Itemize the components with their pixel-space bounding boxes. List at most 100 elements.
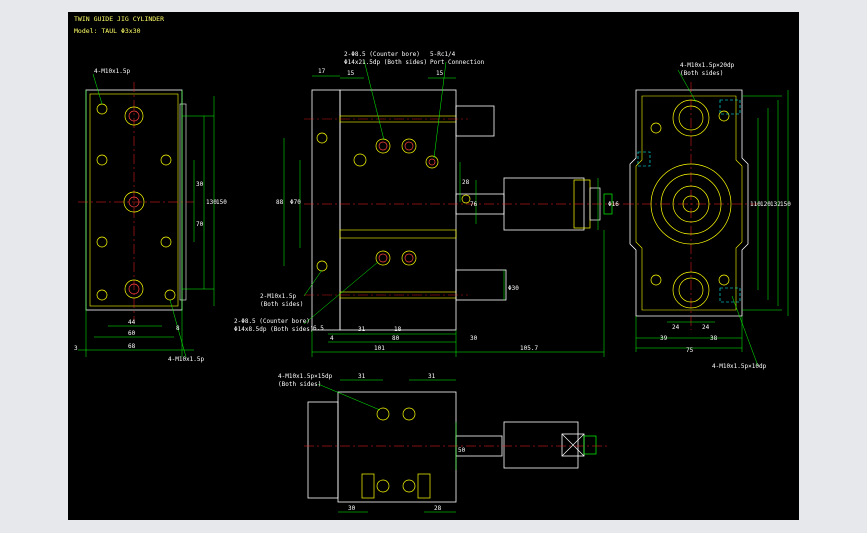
dim-label: 132 (770, 201, 781, 208)
center-callout-c2: (Both sides) (260, 301, 303, 308)
dim-label: 31 (358, 373, 366, 380)
hole (96, 236, 108, 248)
center-callout-b2: Port Connection (430, 59, 485, 66)
rod-cap-top (583, 435, 597, 455)
hole (718, 274, 730, 286)
dim-label: 28 (434, 505, 442, 512)
dim-label: 101 (374, 345, 385, 352)
dim-label: 70 (196, 221, 204, 228)
bottom-view: 4-M10x1.5p×15dp (Both sides) 31 31 50 30… (278, 373, 608, 513)
center-callout-c1: 2-M10x1.5p (260, 293, 297, 300)
dim-label: 120 (760, 201, 771, 208)
dim-label: 39 (660, 335, 668, 342)
rear-plate-outline (629, 89, 749, 317)
dim-label: 150 (216, 199, 227, 206)
hidden-thread (719, 287, 741, 303)
dim-label: Φ16 (608, 201, 619, 208)
dim-label: 68 (128, 343, 136, 350)
center-callout-a2: Φ14x21.5dp (Both sides) (344, 59, 427, 66)
counterbore (401, 138, 417, 154)
port (425, 155, 439, 169)
hole (376, 407, 390, 421)
hole (376, 479, 390, 493)
dim-label: 76 (470, 201, 478, 208)
center-callout-a1: 2-Φ8.5 (Counter bore) (344, 51, 420, 58)
leader-line (317, 383, 381, 411)
counterbore-inner (378, 253, 388, 263)
dim-label: 31 (358, 326, 366, 333)
left-view: 4-M10x1.5p 4-M10x1.5p 30 130 150 70 44 6… (74, 68, 227, 363)
bottom-callout-2: (Both sides) (278, 381, 321, 388)
main-bore-inner (672, 185, 710, 223)
counterbore (401, 250, 417, 266)
dim-label: 28 (462, 179, 470, 186)
dim-label: 15 (347, 70, 355, 77)
dim-label: 17 (318, 68, 326, 75)
hole (650, 122, 662, 134)
end-plate-top (307, 401, 339, 499)
dim-label: 8 (176, 325, 180, 332)
right-callout-bottom: 4-M10x1.5p×10dp (712, 363, 767, 370)
rod-extension-top (455, 105, 495, 137)
dim-label: 30 (348, 505, 356, 512)
drawing-model: Model: TAUL Φ3x30 (74, 27, 141, 35)
dim-label: 31 (428, 373, 436, 380)
hole (96, 289, 108, 301)
dim-label: 15 (436, 70, 444, 77)
center-callout-b1: 5-Rc1/4 (430, 51, 456, 58)
guide-bore (672, 99, 710, 137)
center-callout-d2: Φ14x8.5dp (Both sides) (234, 326, 313, 333)
cylinder-body (339, 89, 457, 331)
main-bore-ring (660, 173, 722, 235)
dim-label: Φ70 (290, 199, 301, 206)
hole-large (124, 106, 144, 126)
dim-label: 110 (750, 201, 761, 208)
slot (417, 473, 431, 499)
leader-line (731, 295, 759, 367)
guide-bore (672, 271, 710, 309)
hole (160, 236, 172, 248)
hole (650, 274, 662, 286)
main-bore-core (682, 195, 700, 213)
dim-label: Φ30 (508, 285, 519, 292)
guide-rod-mid (339, 229, 457, 239)
hole (316, 132, 328, 144)
center-callout-d1: 2-Φ8.5 (Counter bore) (234, 318, 310, 325)
dim-label: 6.5 (313, 325, 324, 332)
drawing-canvas: TWIN GUIDE JIG CYLINDER Model: TAUL Φ3x3… (74, 15, 791, 513)
hole (164, 289, 176, 301)
dim-label: 24 (672, 324, 680, 331)
slot (361, 473, 375, 499)
hex-nut-cross (561, 433, 585, 457)
hole (316, 260, 328, 272)
hole (718, 110, 730, 122)
hole (96, 154, 108, 166)
main-bore (650, 163, 732, 245)
counterbore-inner (404, 141, 414, 151)
right-callout-top-note: (Both sides) (680, 70, 723, 77)
body-top (337, 391, 457, 503)
drawing-sheet[interactable]: TWIN GUIDE JIG CYLINDER Model: TAUL Φ3x3… (68, 12, 799, 520)
dim-label: 105.7 (520, 345, 538, 352)
leader-line (92, 73, 103, 105)
dim-label: 44 (128, 319, 136, 326)
hole (96, 103, 108, 115)
drawing-title: TWIN GUIDE JIG CYLINDER (74, 15, 164, 23)
rod-extension-bottom (455, 269, 507, 301)
dim-label: 50 (458, 447, 466, 454)
dim-label: 4 (330, 335, 334, 342)
dim-label: 38 (710, 335, 718, 342)
hole (160, 154, 172, 166)
hole (402, 407, 416, 421)
right-callout-top: 4-M10x1.5p×20dp (680, 62, 735, 69)
counterbore (375, 250, 391, 266)
dim-label: 75 (686, 347, 694, 354)
counterbore (375, 138, 391, 154)
dim-label: 60 (128, 330, 136, 337)
rod-fitting-top (503, 421, 579, 469)
guide-bore-inner (678, 105, 704, 131)
left-callout-top: 4-M10x1.5p (94, 68, 131, 75)
dim-label: 130 (206, 199, 217, 206)
port-inner (428, 158, 436, 166)
dim-label: 3 (74, 345, 78, 352)
